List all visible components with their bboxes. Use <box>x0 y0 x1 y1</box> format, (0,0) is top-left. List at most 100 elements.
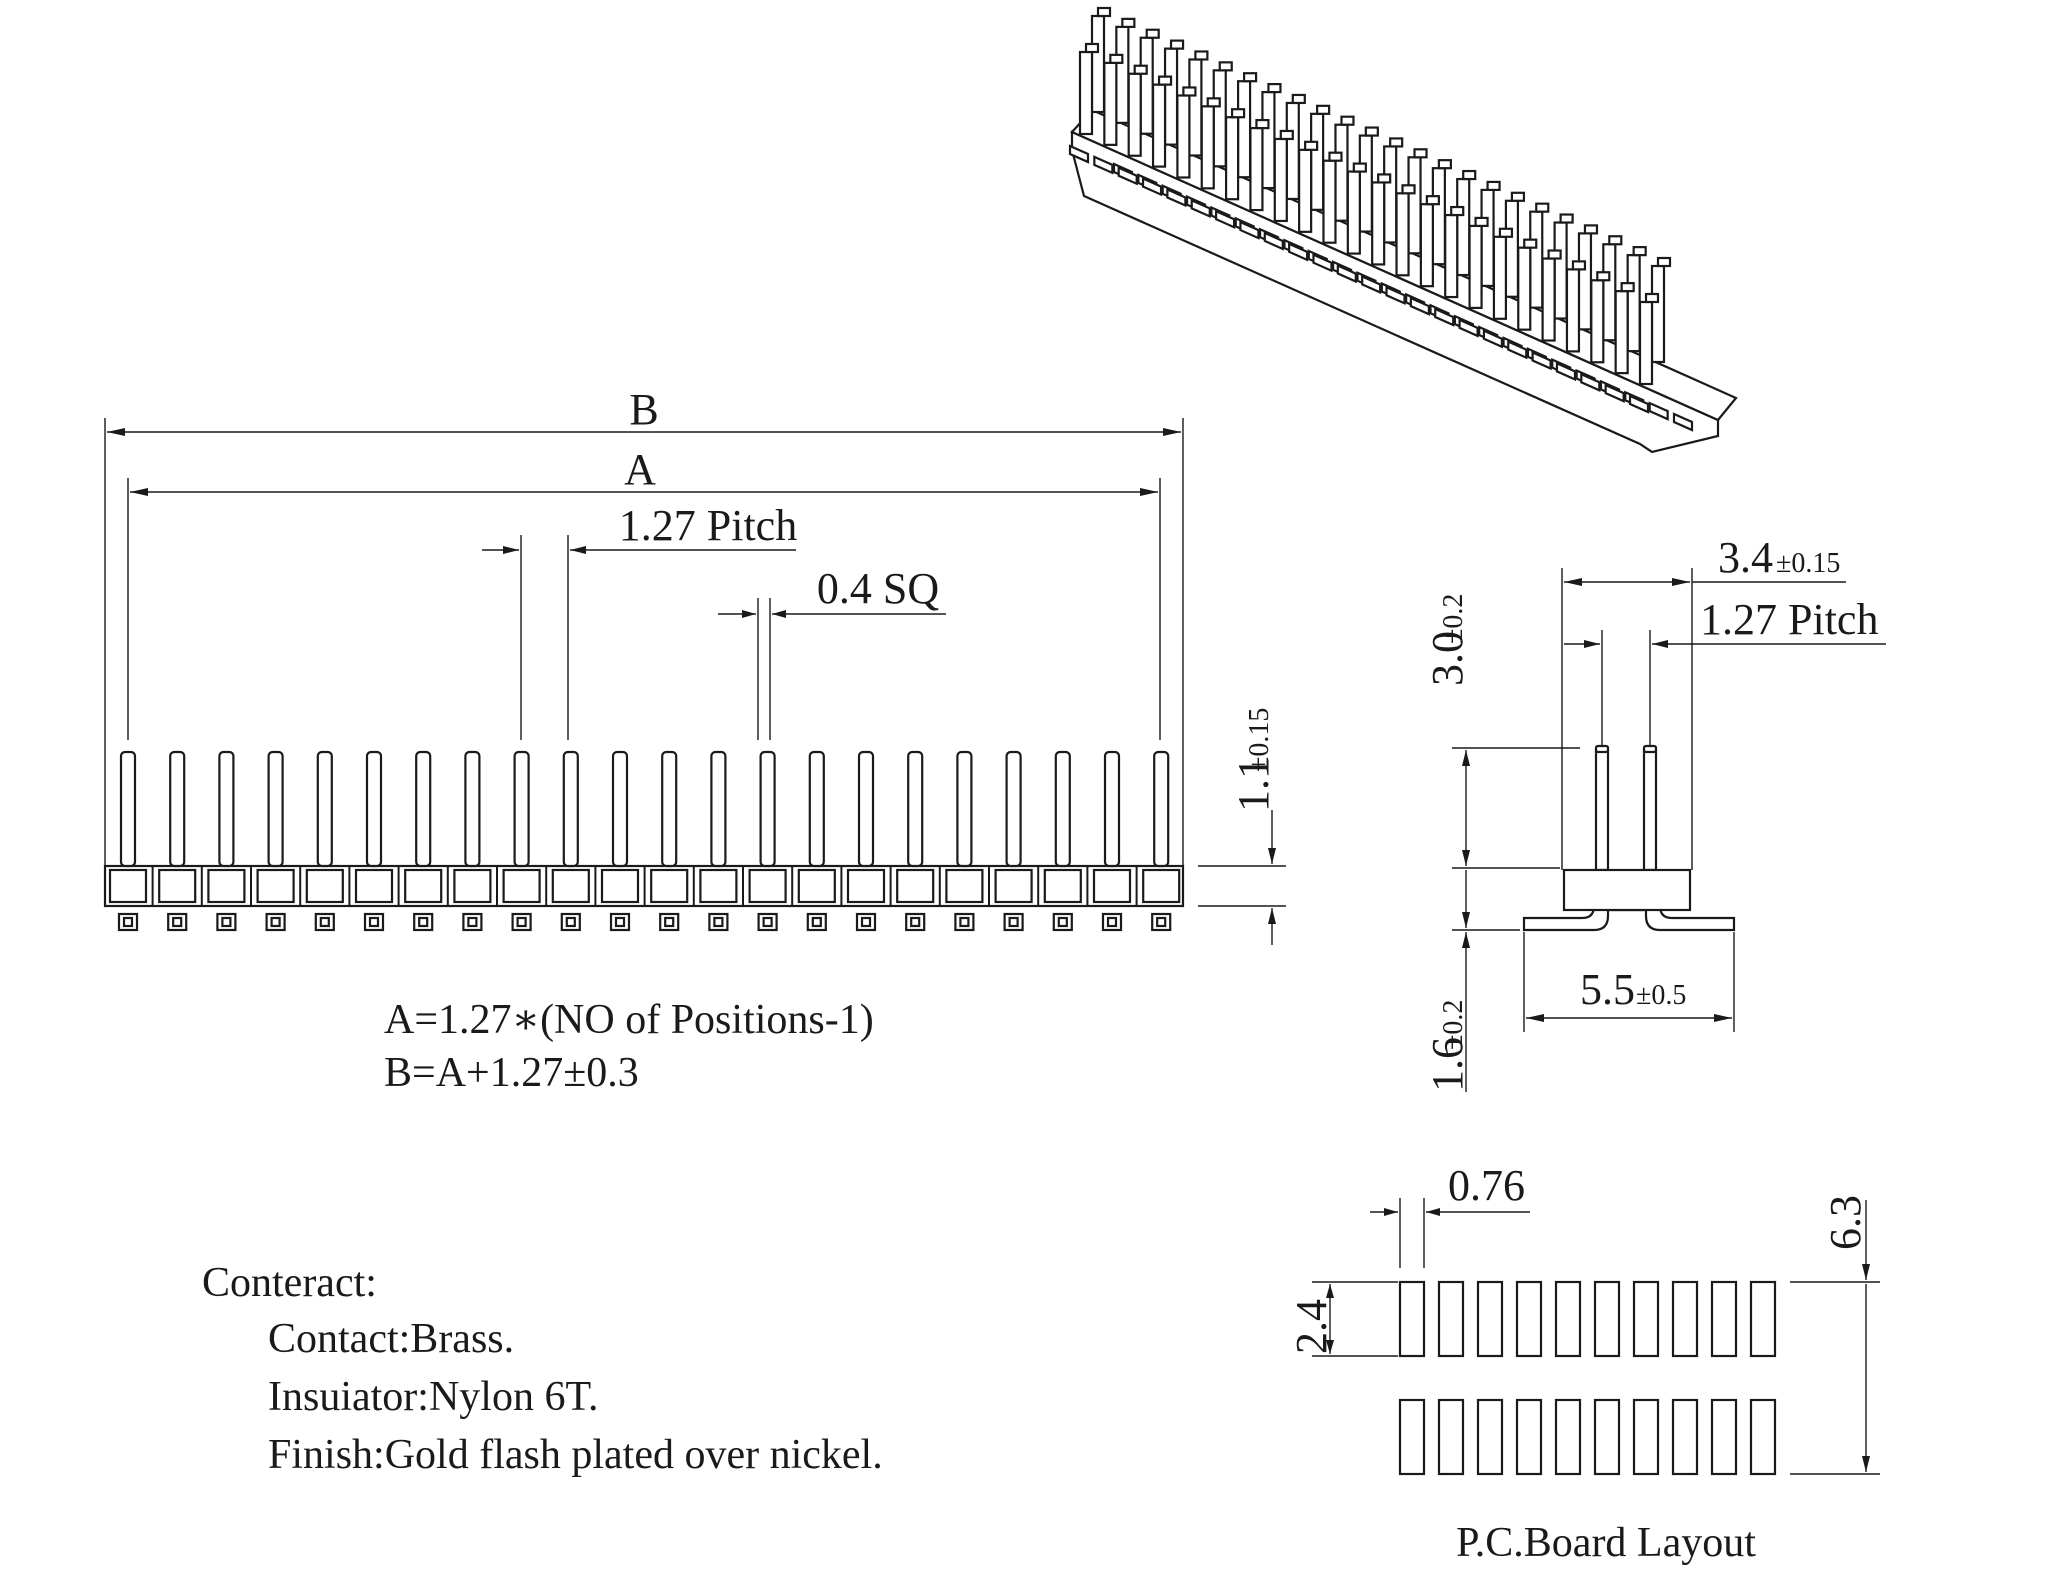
iso-pin-rear-cap <box>1121 17 1136 28</box>
pin-cell <box>305 868 344 904</box>
iso-pin-rear <box>1212 69 1227 168</box>
header-pin <box>808 750 825 868</box>
solder-tail-inner <box>319 916 330 928</box>
iso-pin-front-cap <box>1596 271 1611 282</box>
iso-pin-rear-cap <box>1535 202 1550 213</box>
iso-pin-rear <box>1188 58 1203 157</box>
iso-pin-front-cap <box>1255 118 1270 130</box>
solder-tail-inner <box>910 916 921 928</box>
iso-pin-rear-cap <box>1364 126 1379 137</box>
iso-pin-rear-cap <box>1608 235 1623 246</box>
iso-pin-front-cap <box>1425 195 1440 206</box>
pcb-layout: 0.76 2.4 6.3 P.C.Board Layout <box>1287 1161 1880 1566</box>
dim-b-label: B <box>629 385 658 434</box>
iso-pin-front-cap <box>1523 238 1538 249</box>
iso-pin-front <box>1103 61 1118 146</box>
header-pin <box>316 750 333 868</box>
header-pin <box>119 750 137 868</box>
iso-pin-rear <box>1261 90 1276 190</box>
iso-pin-front-cap <box>1352 162 1367 173</box>
pad-length-label: 2.4 <box>1287 1299 1336 1354</box>
iso-pin-rear-cap <box>1194 50 1209 61</box>
iso-pin-front <box>1614 290 1629 375</box>
iso-lead-front <box>1434 307 1455 327</box>
iso-pin-front-cap <box>1401 184 1416 195</box>
formula-a: A=1.27∗(NO of Positions-1) <box>384 997 874 1043</box>
solder-tail-inner <box>664 916 675 928</box>
solder-tail-inner <box>565 916 576 928</box>
iso-pin-rear-cap <box>1632 246 1647 257</box>
pcb-pad-top <box>1437 1280 1465 1358</box>
iso-pin-front-cap <box>1206 97 1221 108</box>
iso-pin-front-cap <box>1474 216 1489 228</box>
iso-pin-front-cap <box>1182 86 1197 97</box>
iso-pin-rear <box>1480 188 1495 288</box>
body-height-value: 1.6 <box>1423 1037 1472 1092</box>
pcb-pad-bottom <box>1437 1398 1465 1476</box>
pin-cell <box>551 868 590 904</box>
iso-pin-rear <box>1383 145 1398 244</box>
iso-pin-front <box>1638 300 1654 386</box>
header-pin <box>169 750 186 868</box>
pin-cell <box>846 868 886 904</box>
iso-pin-rear-cap <box>1340 115 1355 126</box>
header-pin <box>956 750 973 868</box>
iso-pin-front-cap <box>1304 140 1319 151</box>
iso-pin-front-cap <box>1620 282 1635 293</box>
pcb-pad-top <box>1515 1280 1543 1358</box>
iso-pin-rear <box>1310 112 1325 211</box>
iso-lead-front <box>1409 296 1430 316</box>
iso-pin-front <box>1541 257 1556 342</box>
pin-cell <box>945 868 984 904</box>
pcb-pad-bottom <box>1593 1398 1621 1476</box>
pcb-pad-top <box>1671 1280 1699 1358</box>
pin-cell <box>1142 868 1181 904</box>
solder-tail-inner <box>713 916 724 928</box>
side-width-tol: ±0.15 <box>1776 548 1840 579</box>
iso-pin-front-cap <box>1133 64 1148 75</box>
body-height-tol: ±0.2 <box>1438 1000 1469 1050</box>
iso-pin-rear <box>1358 134 1373 233</box>
pin-size-label: 0.4 SQ <box>817 564 939 613</box>
iso-pin-rear-cap <box>1389 137 1404 148</box>
header-pin <box>218 750 235 868</box>
pin-cell <box>748 868 787 904</box>
header-side-profile <box>1522 744 1736 932</box>
solder-tail-inner <box>516 916 527 928</box>
header-pin <box>857 750 875 868</box>
iso-pin-rear-cap <box>1291 93 1306 105</box>
iso-pin-front <box>1371 181 1386 266</box>
iso-lead-front <box>1214 209 1236 229</box>
iso-pin-front-cap <box>1498 227 1514 238</box>
iso-pin-front-cap <box>1157 75 1173 86</box>
iso-pin-rear <box>1090 14 1106 114</box>
row-span-label: 6.3 <box>1821 1195 1870 1250</box>
iso-lead-front <box>1507 339 1528 360</box>
header-pin <box>907 750 924 868</box>
iso-pin-rear <box>1456 177 1471 277</box>
header-pin <box>1153 750 1170 868</box>
iso-pin-rear <box>1553 221 1568 320</box>
iso-pin-front-cap <box>1230 108 1246 119</box>
side-width-value: 3.4 <box>1718 533 1773 582</box>
solder-tail-inner <box>418 916 429 928</box>
lead-length-tol: ±0.5 <box>1636 980 1686 1011</box>
iso-pin-front <box>1151 83 1167 168</box>
pcb-pad-bottom <box>1515 1398 1543 1476</box>
iso-pin-front <box>1590 279 1605 364</box>
notes-contact: Contact:Brass. <box>268 1316 514 1362</box>
pcb-pad-top <box>1632 1280 1660 1358</box>
iso-pin-rear <box>1577 232 1593 331</box>
pcb-pads <box>1398 1280 1777 1476</box>
pin-cell <box>896 868 935 904</box>
iso-pin-front <box>1517 246 1532 331</box>
header-pin <box>611 750 629 868</box>
iso-pin-front-cap <box>1377 173 1392 184</box>
header-pin <box>1005 750 1022 868</box>
header-pin <box>365 750 383 868</box>
header-pin <box>1054 750 1071 868</box>
iso-pin-front-cap <box>1109 53 1124 64</box>
pin-cell <box>1043 868 1082 904</box>
iso-pin-rear-cap <box>1559 213 1574 224</box>
solder-tail-inner <box>762 916 773 928</box>
